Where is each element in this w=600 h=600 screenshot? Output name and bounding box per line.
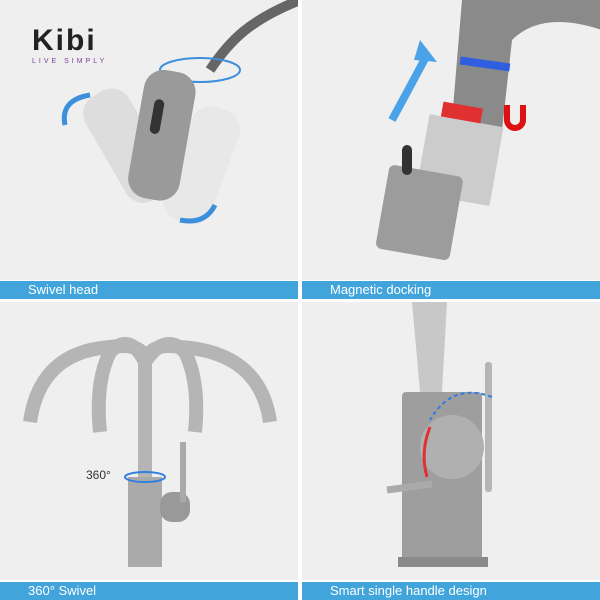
magnetic-docking-label: Magnetic docking — [302, 281, 600, 299]
single-handle-label: Smart single handle design — [302, 582, 600, 600]
swivel-head-label: Swivel head — [0, 281, 298, 299]
kibi-logo: Kibi LIVE SIMPLY — [32, 24, 107, 65]
360-degree-annotation: 360° — [86, 468, 111, 482]
swivel-head-image — [61, 0, 298, 225]
360-swivel-panel: 360° — [0, 302, 298, 580]
logo-tagline: LIVE SIMPLY — [32, 58, 108, 65]
single-handle-image — [386, 302, 493, 567]
magnetic-docking-image — [376, 0, 600, 260]
360-swivel-label: 360° Swivel — [0, 582, 298, 600]
logo-wordmark: Kibi — [32, 24, 97, 57]
360-swivel-image — [23, 337, 277, 567]
single-handle-panel — [302, 302, 600, 580]
swivel-head-panel: Kibi LIVE SIMPLY — [0, 0, 298, 280]
magnetic-docking-panel — [302, 0, 600, 280]
